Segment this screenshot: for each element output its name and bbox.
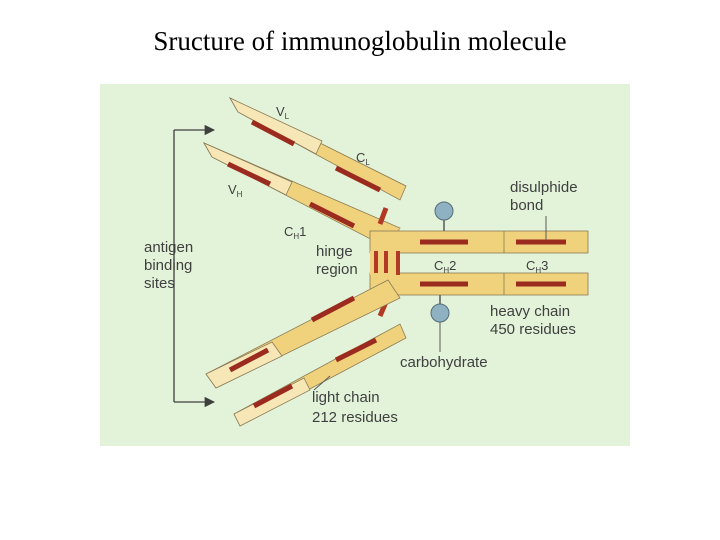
antigen-bracket xyxy=(173,124,216,408)
fc-upper-heavy-chain-body xyxy=(369,230,589,254)
label-antigen-line-3: sites xyxy=(144,275,175,292)
label-vl: VL xyxy=(276,104,290,121)
label-antigen-line-2: binding xyxy=(144,257,192,274)
label-ch1: CH1 xyxy=(284,224,306,241)
label-heavy-chain-line-2: 450 residues xyxy=(490,321,576,338)
upper-heavy-chain-bar-ch1 xyxy=(308,201,356,229)
disulphide-bond-upper-fab xyxy=(377,207,389,225)
upper-light-chain-bar-variable xyxy=(250,119,296,147)
label-vh: VH xyxy=(228,182,243,199)
lower-heavy-chain-bar-ch1 xyxy=(310,295,356,323)
label-disulphide-line-2: bond xyxy=(510,197,543,214)
label-carbohydrate: carbohydrate xyxy=(400,354,488,371)
carbohydrate-upper-icon xyxy=(434,201,454,231)
label-ch3: CH3 xyxy=(526,258,548,275)
label-cl: CL xyxy=(356,150,370,167)
label-light-chain-line-2: 212 residues xyxy=(312,409,398,426)
label-antigen-line-1: antigen xyxy=(144,239,193,256)
lower-light-chain-bar-constant xyxy=(334,337,378,363)
fc-lower-heavy-chain xyxy=(369,272,589,296)
lower-light-chain-bar-variable xyxy=(252,383,294,409)
diagram-background xyxy=(100,84,630,446)
label-heavy-chain-line-1: heavy chain xyxy=(490,303,570,320)
lower-heavy-chain-bar-variable xyxy=(228,347,270,373)
diagram-canvas: VL CL VH CH1 antigen binding sites hinge… xyxy=(100,84,630,446)
slide-title: Sructure of immunoglobulin molecule xyxy=(153,26,567,56)
label-light-chain-line-1: light chain xyxy=(312,389,380,406)
label-hinge-line-2: region xyxy=(316,261,358,278)
hinge-block xyxy=(370,251,396,275)
upper-heavy-chain xyxy=(203,142,401,249)
label-hinge-line-1: hinge xyxy=(316,243,353,260)
upper-light-chain xyxy=(228,97,407,201)
upper-light-chain-bar-constant xyxy=(334,165,382,193)
fc-lower-heavy-chain-body xyxy=(369,272,589,296)
label-ch2: CH2 xyxy=(434,258,456,275)
lower-heavy-chain xyxy=(205,279,401,389)
fc-upper-heavy-chain xyxy=(369,230,589,254)
lower-light-chain xyxy=(233,323,407,427)
light-chain-leader-line xyxy=(313,375,331,391)
upper-light-chain-variable xyxy=(229,97,323,155)
upper-heavy-chain-bar-variable xyxy=(226,161,272,187)
label-disulphide-line-1: disulphide xyxy=(510,179,578,196)
immunoglobulin-diagram: VL CL VH CH1 antigen binding sites hinge… xyxy=(100,84,630,446)
